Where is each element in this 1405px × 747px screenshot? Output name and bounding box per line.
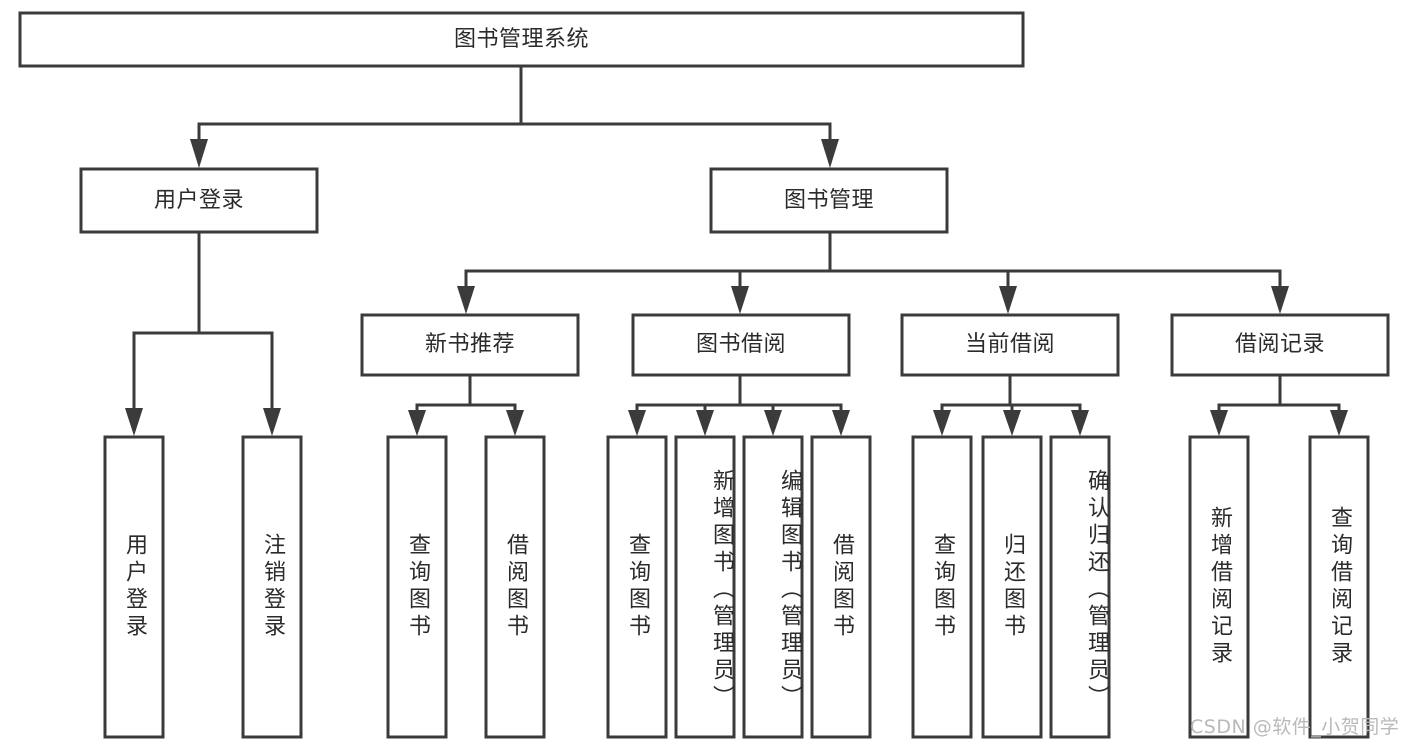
node-box-leaf-add-borrow-record[interactable] — [1188, 435, 1250, 739]
arrow-head-leaf-query-borrow-record — [1330, 410, 1348, 436]
node-box-leaf-add-book-admin[interactable] — [674, 435, 736, 739]
node-box-leaf-query-book-3[interactable] — [911, 435, 973, 739]
node-box-borrow-record[interactable] — [1170, 313, 1390, 377]
node-box-root[interactable] — [18, 11, 1025, 68]
node-box-leaf-return-book[interactable] — [981, 435, 1043, 739]
edge-user-login-to-leaves — [125, 230, 281, 436]
node-box-leaf-query-book-2[interactable] — [606, 435, 668, 739]
node-box-leaf-borrow-book-2[interactable] — [810, 435, 872, 739]
edge-book-borrow-to-leaves — [628, 373, 850, 436]
arrow-head-book-borrow — [731, 286, 749, 314]
node-box-leaf-query-book-1[interactable] — [386, 435, 448, 739]
arrow-head-leaf-edit-book-admin — [764, 410, 782, 436]
arrow-head-leaf-logout — [263, 408, 281, 436]
arrow-head-leaf-return-book — [1003, 410, 1021, 436]
edge-borrow-record-to-leaves — [1210, 373, 1348, 436]
node-box-leaf-borrow-book-1[interactable] — [484, 435, 546, 739]
arrow-head-borrow-record — [1271, 286, 1289, 314]
arrow-head-leaf-user-login — [125, 408, 143, 436]
edge-root-to-level2 — [190, 64, 839, 168]
edge-current-borrow-to-leaves — [933, 373, 1089, 436]
arrow-head-leaf-add-book-admin — [696, 410, 714, 436]
node-box-user-login[interactable] — [79, 167, 319, 234]
arrow-head-leaf-borrow-book-2 — [832, 410, 850, 436]
node-box-leaf-logout[interactable] — [241, 435, 303, 739]
node-box-leaf-edit-book-admin[interactable] — [742, 435, 804, 739]
node-box-leaf-user-login[interactable] — [103, 435, 165, 739]
arrow-head-current-borrow — [999, 286, 1017, 314]
node-box-new-book-recommend[interactable] — [360, 313, 580, 377]
edge-book-manage-to-level3 — [457, 230, 1289, 314]
arrow-head-leaf-borrow-book-1 — [506, 410, 524, 436]
arrow-head-leaf-confirm-return-admin — [1071, 410, 1089, 436]
arrow-head-user-login — [190, 139, 208, 168]
arrow-head-new-book-recommend — [457, 286, 475, 314]
edge-new-book-recommend-to-leaves — [408, 373, 524, 436]
arrow-head-leaf-query-book-1 — [408, 410, 426, 436]
arrow-head-book-manage — [821, 139, 839, 168]
node-box-leaf-query-borrow-record[interactable] — [1308, 435, 1370, 739]
node-box-current-borrow[interactable] — [900, 313, 1120, 377]
arrow-head-leaf-add-borrow-record — [1210, 410, 1228, 436]
arrow-head-leaf-query-book-3 — [933, 410, 951, 436]
node-box-leaf-confirm-return-admin[interactable] — [1049, 435, 1111, 739]
node-box-book-borrow[interactable] — [631, 313, 851, 377]
node-box-book-manage[interactable] — [709, 167, 949, 234]
arrow-head-leaf-query-book-2 — [628, 410, 646, 436]
